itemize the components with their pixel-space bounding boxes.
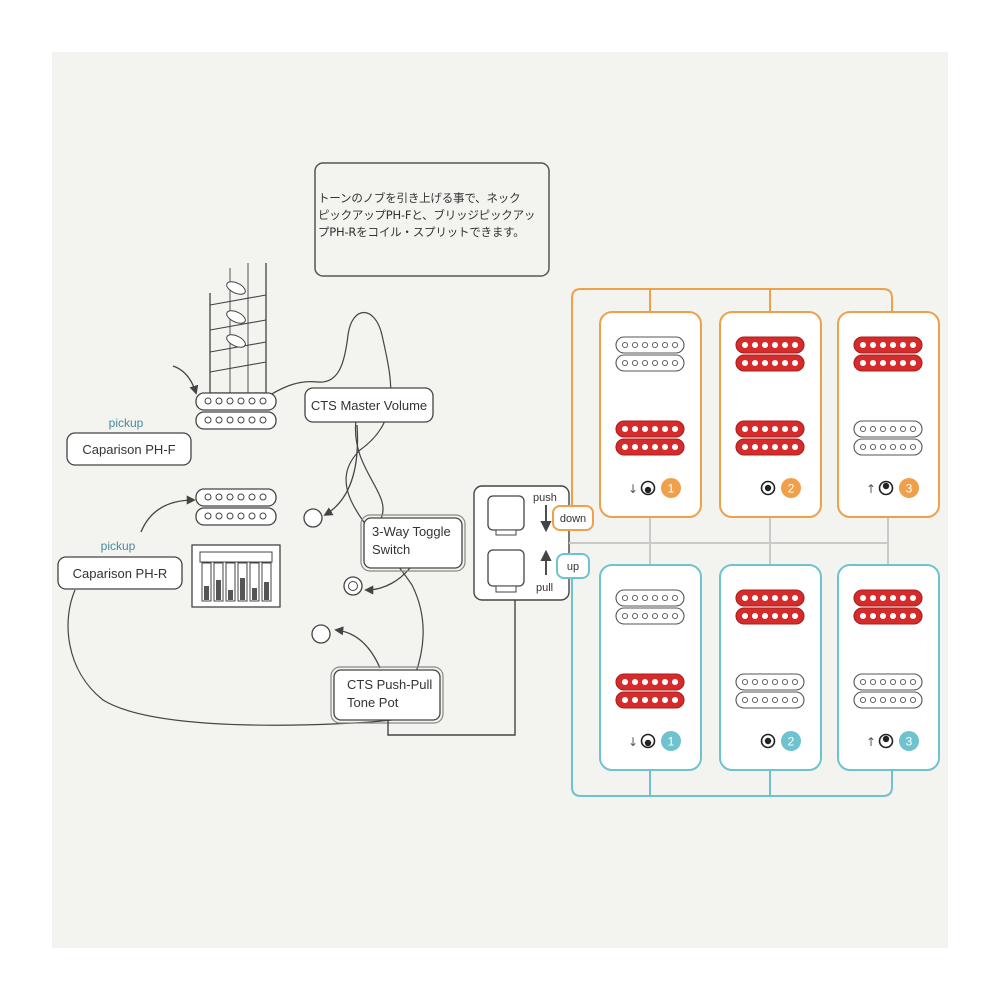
position-number: 3	[906, 482, 913, 496]
svg-text:CTS Master Volume: CTS Master Volume	[311, 398, 427, 413]
switch-icon	[640, 480, 656, 496]
inactive-humbucker	[853, 420, 923, 456]
active-humbucker	[853, 589, 923, 625]
pickup-front-caption: pickup	[109, 416, 144, 430]
toggle-switch-box: 3-Way Toggle Switch	[360, 514, 466, 572]
up-position-card-3: ↑3	[837, 564, 940, 771]
note-line: トーンのノブを引き上げる事で、ネック	[318, 191, 521, 205]
position-connector-grid	[569, 517, 889, 565]
volume-arrow	[323, 424, 359, 516]
svg-text:Caparison PH-F: Caparison PH-F	[82, 442, 175, 457]
svg-text:up: up	[567, 561, 579, 573]
switch-icon	[760, 480, 776, 496]
inactive-humbucker	[735, 673, 805, 709]
guitar-body-curve	[354, 419, 384, 521]
note-box	[314, 162, 550, 277]
direction-arrow-icon: ↓	[628, 482, 638, 496]
active-humbucker	[615, 673, 685, 709]
pickup-rear-caption: pickup	[101, 539, 136, 553]
master-volume-box: CTS Master Volume	[304, 387, 434, 423]
note-line: プPH-Rをコイル・スプリットできます。	[318, 225, 525, 239]
position-number-badge: 3	[899, 731, 919, 751]
svg-text:3-Way Toggle: 3-Way Toggle	[372, 524, 451, 539]
toggle-switch-hole	[343, 576, 363, 596]
down-bracket	[571, 288, 893, 518]
inactive-humbucker	[615, 336, 685, 372]
guitar-body-outline	[67, 311, 424, 726]
switch-icon	[878, 733, 894, 749]
position-number: 2	[788, 735, 795, 749]
svg-text:down: down	[560, 513, 586, 525]
active-humbucker	[615, 420, 685, 456]
tone-arrow	[334, 626, 381, 669]
switch-icon	[640, 733, 656, 749]
svg-text:CTS Push-Pull: CTS Push-Pull	[347, 677, 432, 692]
note-line: ピックアップPH-Fと、ブリッジピックアッ	[318, 208, 536, 222]
bridge-hardware	[191, 544, 281, 608]
active-humbucker	[735, 336, 805, 372]
inactive-humbucker	[615, 589, 685, 625]
note-text: トーンのノブを引き上げる事で、ネック ピックアップPH-Fと、ブリッジピックアッ…	[318, 190, 546, 241]
down-position-card-3: ↑3	[837, 311, 940, 518]
bridge-pickup-arrow	[140, 495, 196, 533]
svg-text:Switch: Switch	[372, 542, 410, 557]
down-position-card-1: ↓1	[599, 311, 702, 518]
caparison-ph-f-box: Caparison PH-F	[66, 432, 192, 466]
position-number: 2	[788, 482, 795, 496]
direction-arrow-icon: ↑	[866, 482, 876, 496]
push-pull-switch: push pull	[387, 485, 570, 736]
up-bracket	[571, 564, 893, 797]
position-number: 1	[668, 482, 675, 496]
position-number: 1	[668, 735, 675, 749]
direction-arrow-icon: ↓	[628, 735, 638, 749]
active-humbucker	[853, 336, 923, 372]
position-number-badge: 3	[899, 478, 919, 498]
caparison-ph-r-box: Caparison PH-R	[57, 556, 183, 590]
up-position-card-2: 2	[719, 564, 822, 771]
active-humbucker	[735, 420, 805, 456]
switch-icon	[760, 733, 776, 749]
position-number-badge: 1	[661, 478, 681, 498]
direction-arrow-icon: ↑	[866, 735, 876, 749]
fretboard	[209, 263, 267, 394]
down-tag: down	[552, 505, 594, 531]
position-number: 3	[906, 735, 913, 749]
up-tag: up	[556, 553, 590, 579]
position-number-badge: 1	[661, 731, 681, 751]
tone-knob	[311, 624, 331, 644]
svg-text:Tone Pot: Tone Pot	[347, 695, 399, 710]
position-number-badge: 2	[781, 478, 801, 498]
switch-icon	[878, 480, 894, 496]
bridge-pickup	[195, 488, 277, 526]
down-position-card-2: 2	[719, 311, 822, 518]
neck-pickup	[195, 392, 277, 430]
svg-text:Caparison PH-R: Caparison PH-R	[73, 566, 168, 581]
svg-text:pull: pull	[536, 582, 553, 594]
inactive-humbucker	[853, 673, 923, 709]
active-humbucker	[735, 589, 805, 625]
neck-pickup-arrow	[172, 365, 199, 395]
position-number-badge: 2	[781, 731, 801, 751]
svg-text:push: push	[533, 492, 557, 504]
up-position-card-1: ↓1	[599, 564, 702, 771]
push-pull-tone-box: CTS Push-Pull Tone Pot	[330, 666, 444, 724]
volume-knob	[303, 508, 323, 528]
